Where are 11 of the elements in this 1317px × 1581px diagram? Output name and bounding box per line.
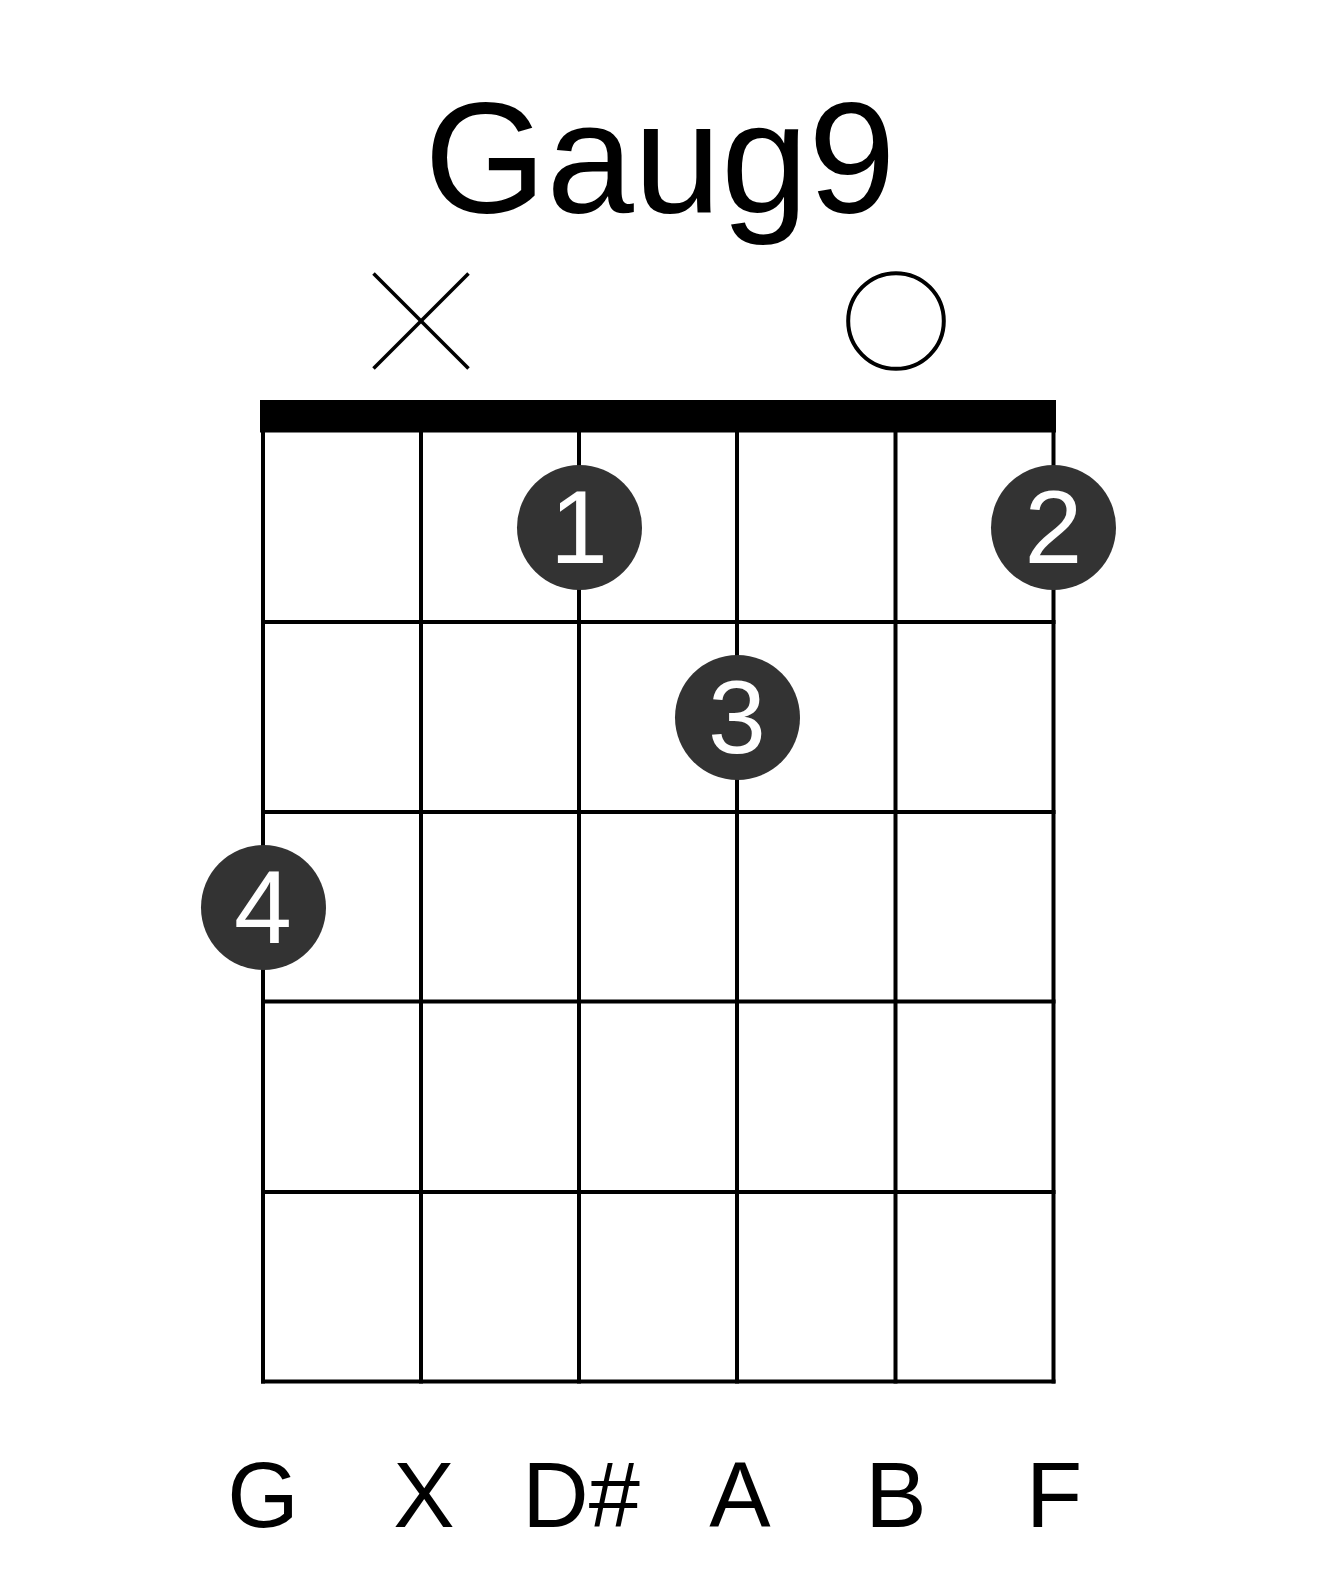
finger-number-dot: 3 <box>674 654 800 780</box>
finger-number-dot: 2 <box>991 464 1116 590</box>
finger-number-dot: 4 <box>200 844 326 970</box>
string-note-label: D# <box>522 1448 640 1541</box>
string-note-label: B <box>865 1448 927 1541</box>
chord-title: Gaug9 <box>424 69 896 248</box>
finger-number-dot: 1 <box>516 464 642 590</box>
string-note-label: F <box>1025 1448 1083 1541</box>
string-note-label: X <box>393 1448 455 1541</box>
string-note-label: A <box>709 1448 771 1541</box>
string-note-label: G <box>227 1448 299 1541</box>
